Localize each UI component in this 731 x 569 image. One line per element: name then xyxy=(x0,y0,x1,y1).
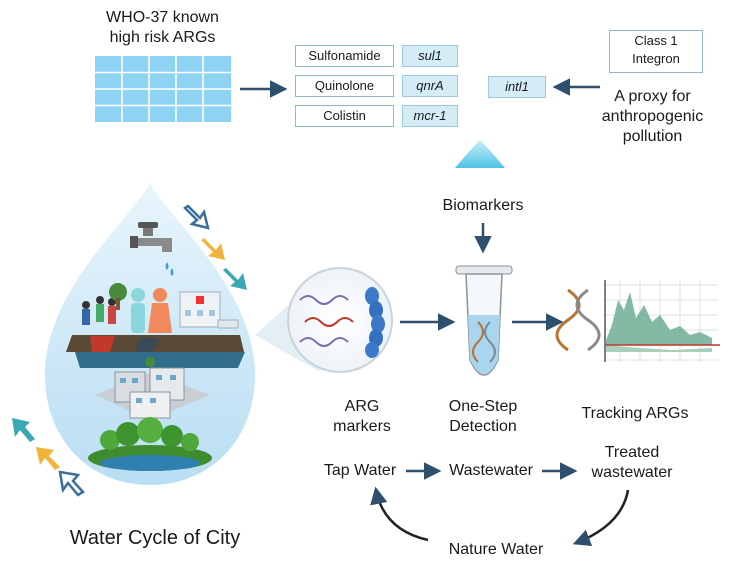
teal-arrow-icon xyxy=(223,268,247,290)
gene-box-mcr1: mcr-1 xyxy=(402,105,458,127)
who-title-line1: WHO-37 known xyxy=(106,9,219,26)
arg-markers-label: ARG markers xyxy=(312,397,412,437)
tracking-label: Tracking ARGs xyxy=(581,405,689,422)
drug-box-quinolone: Quinolone xyxy=(295,75,394,97)
arrow-nature-to-tap xyxy=(370,486,429,542)
integron-line2: Integron xyxy=(632,51,680,66)
water-drop-city xyxy=(45,183,255,485)
who-title: WHO-37 known high risk ARGs xyxy=(75,8,250,48)
proxy-line2: anthropogenic xyxy=(601,108,704,125)
proxy-line1: A proxy for xyxy=(614,88,691,105)
orange-left-arrow-icon xyxy=(36,447,60,470)
tap-water-label: Tap Water xyxy=(323,462,397,479)
proxy-line3: pollution xyxy=(622,128,683,145)
gene-box-intl1: intl1 xyxy=(488,76,546,98)
arg-markers-line2: markers xyxy=(333,418,391,435)
tap-icon xyxy=(130,222,174,276)
blue-outline-up-arrow-icon xyxy=(58,470,85,497)
gene-box-sul1: sul1 xyxy=(402,45,458,67)
treated-line1: Treated xyxy=(604,444,660,461)
treated-wastewater-label: Treated wastewater xyxy=(576,443,688,483)
detection-label: One-Step Detection xyxy=(433,397,533,437)
nature-water-label: Nature Water xyxy=(448,541,544,558)
forest-icon xyxy=(88,417,212,471)
teal-up-arrow-icon xyxy=(12,418,35,442)
people-icon xyxy=(82,283,172,333)
detection-line2: Detection xyxy=(449,418,517,435)
detection-tube-icon xyxy=(455,265,513,376)
who-title-line2: high risk ARGs xyxy=(109,29,216,46)
orange-arrow-icon xyxy=(201,238,225,260)
treated-line2: wastewater xyxy=(591,464,673,481)
wastewater-label: Wastewater xyxy=(449,462,533,479)
arg-grid-icon xyxy=(95,56,231,122)
integron-line1: Class 1 xyxy=(634,33,678,48)
arg-markers-circle xyxy=(287,267,393,373)
cycle-arrow-icons xyxy=(12,204,247,497)
drug-box-sulfonamide: Sulfonamide xyxy=(295,45,394,67)
biomarkers-label: Biomarkers xyxy=(442,197,524,214)
class1-integron-box: Class 1 Integron xyxy=(609,30,703,73)
proxy-text: A proxy for anthropogenic pollution xyxy=(590,87,715,147)
funnel-shape xyxy=(455,140,505,168)
hospital-icon xyxy=(179,291,239,329)
detection-line1: One-Step xyxy=(448,398,518,415)
arrow-treated-to-nature xyxy=(572,489,630,547)
gene-box-qnra: qnrA xyxy=(402,75,458,97)
blue-outline-arrow-icon xyxy=(183,204,210,230)
drug-box-colistin: Colistin xyxy=(295,105,394,127)
arg-markers-line1: ARG xyxy=(344,398,380,415)
city-title: Water Cycle of City xyxy=(69,527,241,549)
buildings-icon xyxy=(95,357,210,420)
tracking-chart-icon xyxy=(555,280,720,362)
